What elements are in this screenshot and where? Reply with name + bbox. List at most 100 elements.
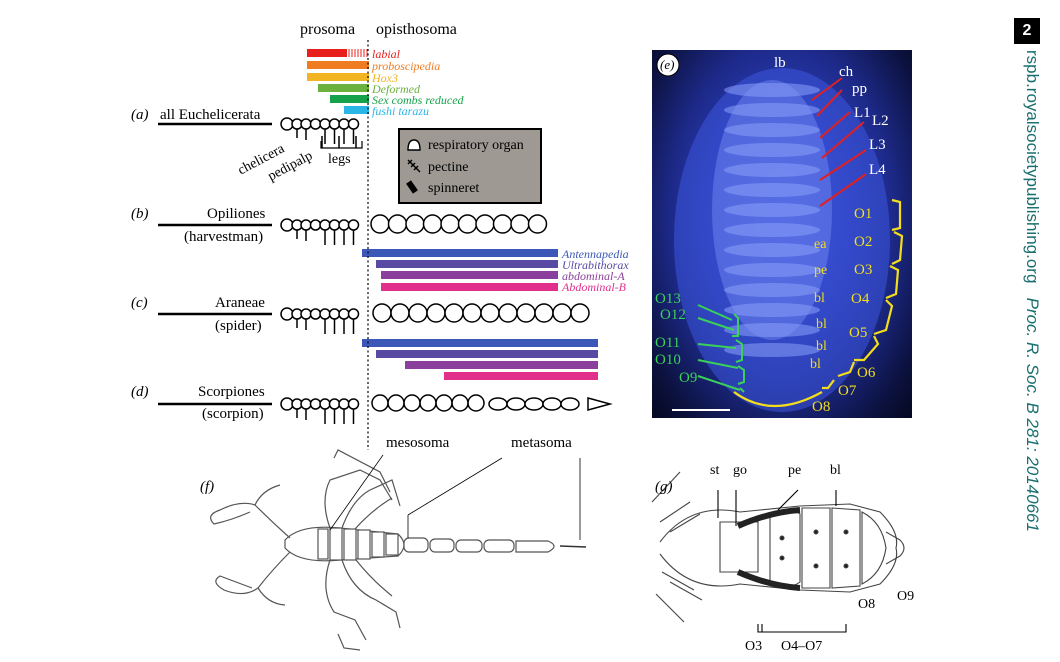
mesosoma-label: mesosoma — [386, 435, 450, 451]
chain-c-seg — [338, 308, 350, 320]
bar-icon — [406, 180, 418, 194]
chain-d-seg — [319, 398, 331, 410]
opisthosoma-d-seg — [419, 394, 437, 412]
taxon-d-common: (scorpion) — [202, 406, 264, 422]
opisthosoma-d-seg — [435, 394, 453, 412]
chain-a-seg — [338, 118, 350, 130]
panel-f-label: (f) — [200, 479, 215, 495]
opisthosoma-b-seg — [440, 214, 460, 234]
chain-d-seg — [338, 398, 350, 410]
taxon-c-name: Araneae — [215, 295, 265, 311]
embryo-photo: (e) lb ch pp L1 L2 L3 L4 O1 O2 O3 O4 O5 … — [652, 50, 912, 418]
opisthosoma-b-seg — [370, 214, 390, 234]
photo-label-bl3: bl — [816, 339, 827, 354]
panel-c-label: (c) — [131, 295, 148, 311]
label-ubx: Ultrabithorax — [562, 258, 629, 272]
page-number: 2 — [1014, 18, 1040, 44]
opisthosoma-c-seg — [570, 303, 590, 323]
photo-label-O11: O11 — [655, 335, 681, 351]
hox-bar-hox3 — [307, 73, 369, 81]
label-labial: labial — [372, 47, 401, 61]
hox-bar-abdb-1 — [381, 283, 558, 291]
chain-a-seg — [300, 118, 312, 130]
opisthosoma-c-seg — [534, 303, 554, 323]
photo-label-O3: O3 — [854, 262, 873, 278]
photo-label-pe: pe — [814, 263, 828, 278]
photo-label-O6: O6 — [857, 365, 876, 381]
chain-c-seg — [347, 308, 360, 320]
hox-bar-ftz — [344, 106, 369, 114]
photo-label-L3: L3 — [869, 137, 886, 153]
anterior-hox-bars — [307, 49, 369, 114]
legs-label: legs — [328, 152, 351, 167]
hox-bar-labial — [307, 49, 347, 57]
metasoma-d-seg — [560, 397, 580, 411]
dome-icon — [407, 139, 421, 151]
metasoma-d-seg — [524, 397, 544, 411]
opisthosoma-c-seg — [516, 303, 536, 323]
segment-chains — [280, 117, 613, 424]
photo-label-bl1: bl — [814, 291, 825, 306]
hox-bar-abda-1 — [381, 271, 558, 279]
opisthosoma-d-seg — [403, 394, 421, 412]
legend-spinneret: spinneret — [428, 181, 480, 196]
journal-url: rspb.royalsocietypublishing.org — [1023, 50, 1042, 284]
opisthosoma-b-seg — [492, 214, 513, 234]
taxon-a-name: all Euchelicerata — [160, 107, 261, 123]
photo-label-L1: L1 — [854, 105, 871, 121]
taxon-b-common: (harvestman) — [184, 229, 264, 245]
photo-label-L2: L2 — [872, 113, 889, 129]
g-label-O8: O8 — [858, 597, 876, 612]
photo-label-O7: O7 — [838, 383, 857, 399]
panel-g-drawing — [651, 471, 905, 633]
chain-d-seg — [300, 398, 312, 410]
opisthosoma-c-seg — [408, 303, 428, 323]
body-plan-diagram — [158, 40, 613, 651]
label-proboscipedia: proboscipedia — [372, 59, 441, 73]
photo-label-O10: O10 — [655, 352, 681, 368]
g-label-O9: O9 — [897, 589, 915, 604]
hox-bar-antp-2 — [362, 339, 598, 347]
g-label-O4-O7: O4–O7 — [781, 639, 823, 654]
hox-bar-ubx-2 — [376, 350, 598, 358]
panel-d-label: (d) — [131, 384, 149, 400]
taxon-b-name: Opiliones — [207, 206, 266, 222]
metasoma-d-seg — [506, 397, 526, 411]
chain-a-seg — [347, 118, 360, 130]
label-abda: abdominal-A — [562, 269, 625, 283]
opisthosoma-d-seg — [467, 394, 485, 412]
chain-d-seg — [309, 398, 322, 410]
chain-c-seg — [309, 308, 322, 320]
metasoma-label: metasoma — [511, 435, 572, 451]
legend-pectine: pectine — [428, 160, 469, 175]
label-ftz: fushi tarazu — [372, 104, 430, 118]
label-abdb: Abdominal-B — [562, 280, 626, 294]
opisthosoma-c-seg — [498, 303, 518, 323]
photo-label-O13: O13 — [655, 291, 681, 307]
panel-b-label: (b) — [131, 206, 149, 222]
photo-label-ch: ch — [839, 64, 854, 80]
chain-a-seg — [319, 118, 331, 130]
chain-c-head — [280, 307, 294, 321]
photo-label-bl4: bl — [810, 357, 821, 372]
opisthosoma-c-seg — [480, 303, 500, 323]
comb-icon — [407, 159, 421, 173]
label-deformed: Deformed — [372, 82, 420, 96]
panel-e-badge — [656, 53, 680, 77]
g-label-pe: pe — [788, 463, 802, 478]
hox-bar-proboscipedia — [307, 61, 369, 69]
hox-bar-ubx-1 — [376, 260, 558, 268]
photo-label-L4: L4 — [869, 162, 886, 178]
running-head: rspb.royalsocietypublishing.org Proc. R.… — [1022, 50, 1042, 532]
hox-bar-abda-2 — [405, 361, 598, 369]
photo-label-bl2: bl — [816, 317, 827, 332]
opisthosoma-b-seg — [510, 214, 530, 234]
opisthosoma-c-seg — [444, 303, 464, 323]
opisthosoma-c-seg — [426, 303, 446, 323]
opisthosoma-d-seg — [451, 394, 469, 412]
scorpion-drawing — [210, 449, 587, 651]
photo-label-O2: O2 — [854, 234, 873, 250]
opisthosoma-c-seg — [462, 303, 482, 323]
chain-c-seg — [300, 308, 312, 320]
